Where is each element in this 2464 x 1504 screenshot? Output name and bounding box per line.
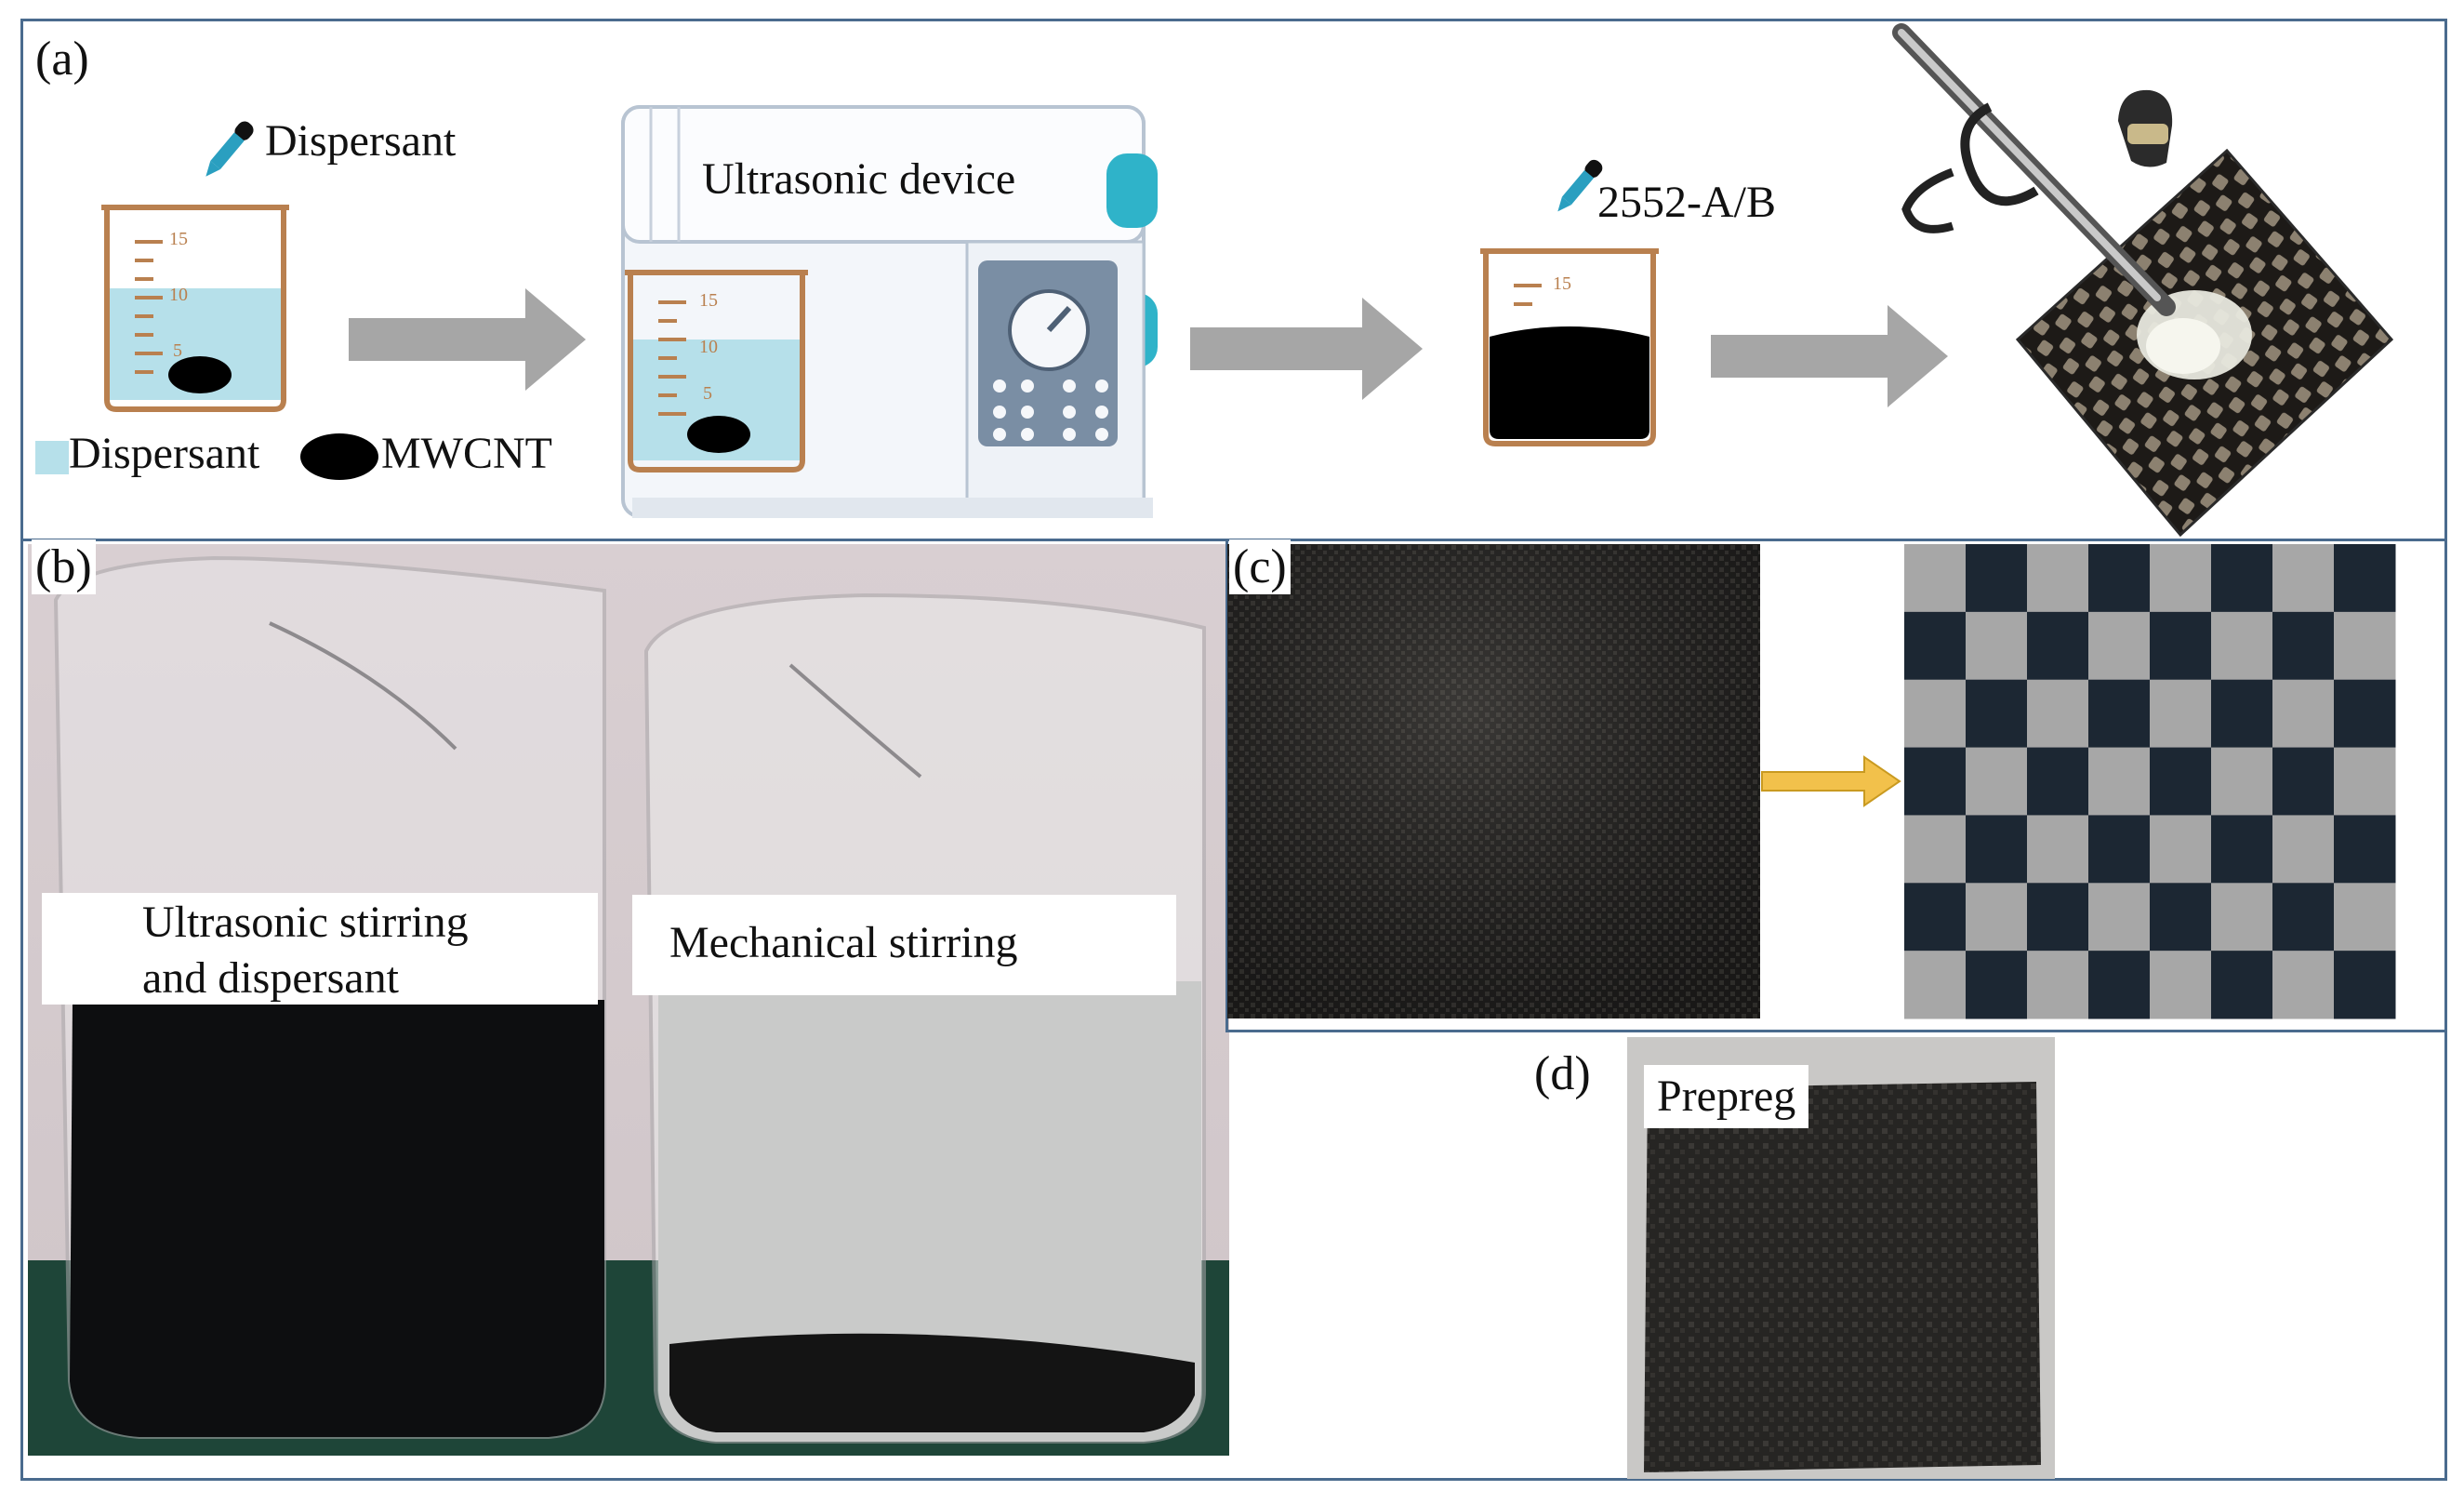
- weave-cell: [2088, 544, 2151, 613]
- weave-cell: [2211, 951, 2273, 1019]
- arrow-right-icon: [1711, 305, 1948, 407]
- weave-cell: [1966, 544, 2028, 613]
- prepreg-label: Prepreg: [1644, 1065, 1809, 1128]
- dropper-icon: [1557, 159, 1603, 212]
- weave-cell: [2088, 951, 2151, 1019]
- arrow-right-icon: [1761, 755, 1901, 807]
- weave-cell: [2027, 544, 2089, 613]
- weave-cell: [2211, 544, 2273, 613]
- ultrasonic-device-label: Ultrasonic device: [702, 154, 1016, 204]
- figure-frame: [20, 19, 2447, 1481]
- weave-cell: [2211, 747, 2273, 816]
- weave-cell: [1966, 815, 2028, 884]
- weave-cell: [2150, 611, 2212, 681]
- beaker-icon: [625, 270, 808, 472]
- beaker2-mark-10: 10: [699, 337, 718, 357]
- beaker1-mark-5: 5: [173, 340, 182, 361]
- dropper-icon: [205, 121, 254, 177]
- weave-cell: [2211, 679, 2273, 749]
- weave-cell: [2272, 883, 2335, 952]
- resin-dropper-label: 2552-A/B: [1597, 178, 1776, 227]
- legend-dispersant-swatch: [35, 441, 69, 474]
- weave-cell: [1904, 951, 1967, 1019]
- legend-dispersant-label: Dispersant: [69, 429, 260, 478]
- weave-cell: [2272, 747, 2335, 816]
- weave-cell: [1904, 747, 1967, 816]
- weave-cell: [2088, 815, 2151, 884]
- weave-cell: [1966, 611, 2028, 681]
- dispersant-dropper-label: Dispersant: [265, 116, 457, 166]
- beaker1-mark-10: 10: [169, 285, 188, 305]
- beaker-icon: [1480, 248, 1659, 446]
- beaker-icon: [101, 205, 289, 412]
- weave-cell: [2334, 544, 2396, 613]
- weave-cell: [2027, 747, 2089, 816]
- weave-cell: [2334, 883, 2396, 952]
- panel-a-label: (a): [35, 33, 89, 86]
- weave-cell: [1904, 611, 1967, 681]
- weave-cell: [2272, 611, 2335, 681]
- legend-mwcnt-swatch: [300, 433, 378, 480]
- weave-cell: [2211, 611, 2273, 681]
- carbon-fabric-photo: [1227, 544, 1760, 1018]
- weave-cell: [1966, 679, 2028, 749]
- weave-cell: [2150, 883, 2212, 952]
- panel-c-frame: [1225, 539, 2447, 1032]
- weave-cell: [2334, 951, 2396, 1019]
- panel-c-label: (c): [1229, 539, 1291, 594]
- weave-cell: [2211, 883, 2273, 952]
- weave-cell: [2334, 611, 2396, 681]
- weave-cell: [1904, 815, 1967, 884]
- weave-cell: [2334, 747, 2396, 816]
- airbrush-icon: [1892, 23, 2176, 316]
- weave-cell: [2027, 883, 2089, 952]
- weave-cell: [2027, 815, 2089, 884]
- weave-cell: [2272, 544, 2335, 613]
- weave-cell: [2334, 679, 2396, 749]
- weave-cell: [2272, 679, 2335, 749]
- legend-mwcnt-label: MWCNT: [381, 429, 552, 478]
- weave-cell: [1966, 747, 2028, 816]
- plain-weave-diagram: [1904, 544, 2396, 1019]
- weave-cell: [2088, 747, 2151, 816]
- weave-cell: [2088, 679, 2151, 749]
- weave-cell: [2150, 815, 2212, 884]
- beaker1-mark-15: 15: [169, 229, 188, 249]
- arrow-right-icon: [1190, 298, 1423, 400]
- weave-cell: [2150, 544, 2212, 613]
- weave-cell: [2027, 951, 2089, 1019]
- weave-cell: [2027, 611, 2089, 681]
- weave-cell: [1904, 544, 1967, 613]
- weave-cell: [1966, 951, 2028, 1019]
- weave-cell: [2334, 815, 2396, 884]
- weave-cell: [2272, 815, 2335, 884]
- weave-cell: [2027, 679, 2089, 749]
- weave-cell: [1904, 679, 1967, 749]
- left-beaker-label: Ultrasonic stirring and dispersant: [42, 893, 598, 1005]
- weave-cell: [2150, 951, 2212, 1019]
- beaker2-mark-15: 15: [699, 290, 718, 311]
- weave-cell: [2211, 815, 2273, 884]
- right-beaker-label: Mechanical stirring: [632, 895, 1176, 995]
- weave-cell: [2088, 611, 2151, 681]
- weave-cell: [2088, 883, 2151, 952]
- panel-b-label: (b): [32, 539, 96, 594]
- weave-cell: [2150, 679, 2212, 749]
- beaker2-mark-5: 5: [703, 383, 712, 404]
- weave-cell: [1966, 883, 2028, 952]
- weave-cell: [2150, 747, 2212, 816]
- arrow-right-icon: [349, 288, 586, 391]
- weave-cell: [1904, 883, 1967, 952]
- beaker3-mark-15: 15: [1553, 273, 1571, 294]
- panel-d-label: (d): [1534, 1047, 1591, 1100]
- weave-cell: [2272, 951, 2335, 1019]
